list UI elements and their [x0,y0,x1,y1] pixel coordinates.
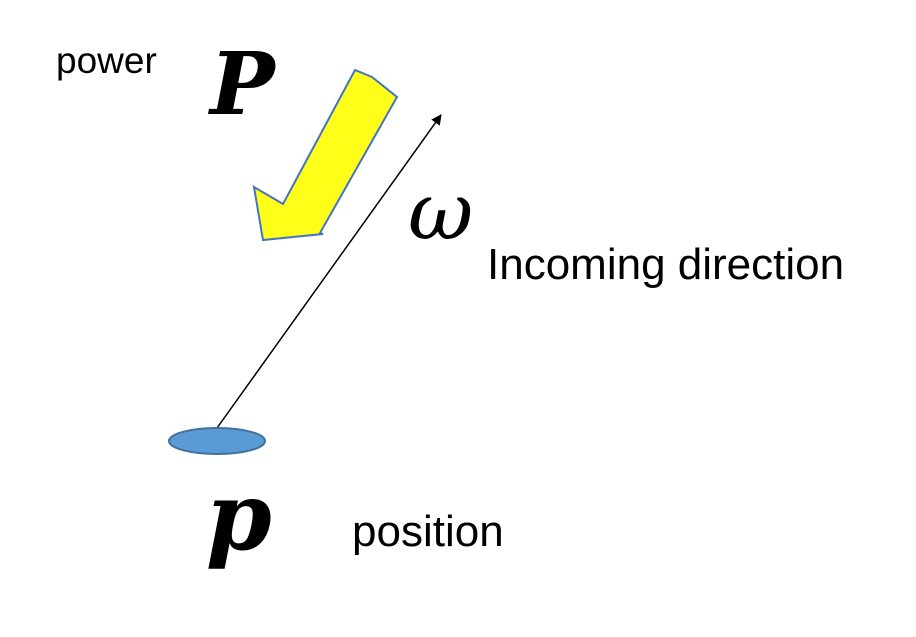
incoming-direction-line [216,114,442,429]
power-symbol: P [210,34,275,135]
power-arrow [252,68,399,242]
position-symbol: p [206,462,272,572]
incoming-direction-label: Incoming direction [487,240,845,289]
direction-symbol: ω [408,165,474,258]
position-label: position [352,507,504,556]
power-label: power [56,40,157,81]
surface-patch [168,427,266,455]
